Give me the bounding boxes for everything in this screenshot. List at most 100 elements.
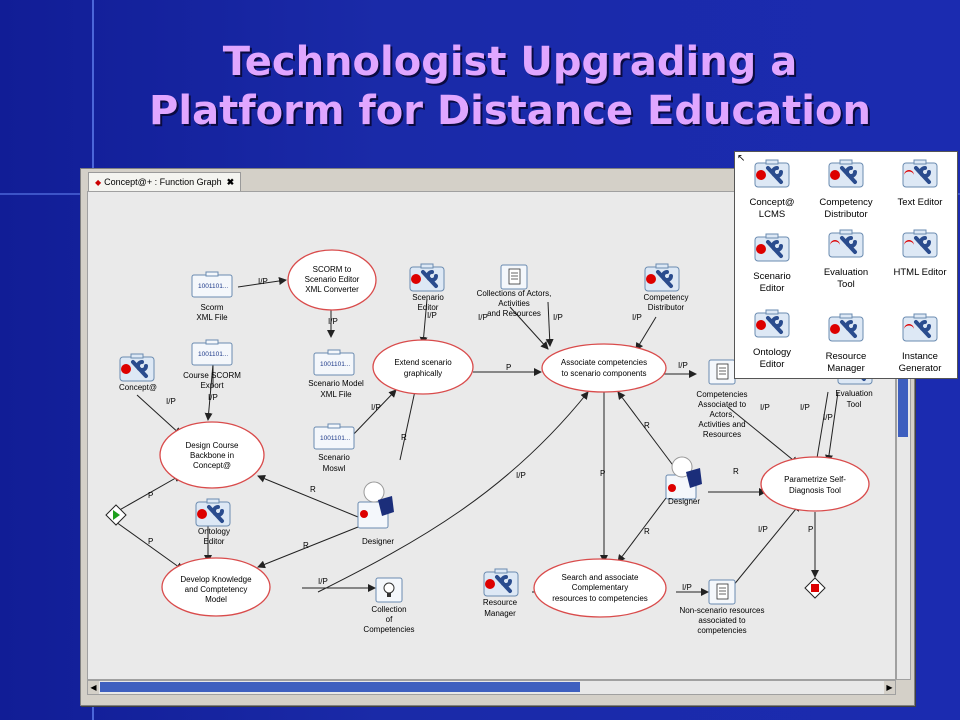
toolbox-icon bbox=[901, 158, 939, 189]
file-code: 1001101... bbox=[320, 361, 350, 368]
edge bbox=[419, 298, 428, 345]
edge bbox=[813, 391, 829, 465]
palette-item-instance-generator[interactable]: Instance Generator bbox=[883, 312, 957, 375]
toolbox-icon bbox=[827, 228, 865, 259]
process-text: Complementary bbox=[572, 583, 628, 592]
link-label: R bbox=[644, 527, 650, 536]
palette-item-ontology-editor[interactable]: Ontology Editor bbox=[735, 308, 809, 371]
collection-competencies-icon[interactable] bbox=[375, 577, 403, 603]
palette-item-label: Ontology Editor bbox=[752, 347, 792, 370]
competencies-doc-icon[interactable] bbox=[708, 359, 736, 385]
start-node-icon[interactable] bbox=[105, 504, 127, 526]
link-label: I/P bbox=[553, 313, 563, 322]
process-text: Parametrize Self- bbox=[784, 475, 846, 484]
link-label: I/P bbox=[682, 583, 692, 592]
edge bbox=[617, 391, 679, 473]
cursor-icon: ↖ bbox=[737, 153, 746, 164]
tool-text: Tool bbox=[847, 400, 862, 409]
resource-manager-tool-icon[interactable] bbox=[482, 567, 520, 598]
process-text: Design Course bbox=[186, 441, 239, 450]
edge bbox=[257, 526, 359, 569]
process-text: SCORM to bbox=[313, 265, 352, 274]
end-node-icon[interactable] bbox=[804, 577, 826, 599]
scroll-left-icon[interactable]: ◀ bbox=[88, 681, 99, 694]
tab-close-icon[interactable]: ✖ bbox=[226, 177, 235, 187]
toolbox-icon bbox=[827, 158, 865, 189]
link-label: P bbox=[148, 537, 153, 546]
resource-text: Scorm bbox=[200, 303, 223, 312]
resource-text: Non-scenario resources bbox=[680, 606, 765, 615]
toolbox-icon bbox=[901, 312, 939, 343]
process-parametrize[interactable] bbox=[760, 456, 870, 512]
file-code: 1001101... bbox=[198, 283, 228, 290]
process-text: Associate competencies bbox=[561, 358, 647, 367]
actor-text: Designer bbox=[668, 497, 700, 506]
link-label: I/P bbox=[328, 317, 338, 326]
horizontal-scrollbar[interactable]: ◀ ▶ bbox=[87, 680, 896, 695]
resource-text: Scenario Model bbox=[308, 379, 364, 388]
palette-item-html-editor[interactable]: HTML Editor bbox=[883, 228, 957, 279]
process-associate-competencies[interactable] bbox=[541, 343, 667, 393]
resource-text: Associated to bbox=[698, 400, 747, 409]
process-scorm-converter[interactable] bbox=[287, 249, 377, 311]
process-search-associate[interactable] bbox=[533, 558, 667, 618]
link-label: I/P bbox=[632, 313, 642, 322]
palette-item-resource-manager[interactable]: Resource Manager bbox=[809, 312, 883, 375]
tool-text: Editor bbox=[204, 537, 225, 546]
process-text: Scenario Editor bbox=[305, 275, 360, 284]
resource-text: Activities bbox=[498, 299, 530, 308]
link-label: P bbox=[808, 525, 813, 534]
process-extend-scenario[interactable] bbox=[372, 339, 474, 395]
edge bbox=[635, 316, 657, 351]
resource-text: Activities and bbox=[698, 420, 745, 429]
process-text: Backbone in bbox=[190, 451, 234, 460]
ontology-editor-tool-icon[interactable] bbox=[194, 497, 232, 528]
process-text: Extend scenario bbox=[394, 358, 452, 367]
tab-diamond-icon: ◆ bbox=[95, 178, 102, 187]
palette-item-label: Evaluation Tool bbox=[823, 267, 869, 290]
link-label: R bbox=[644, 421, 650, 430]
edge bbox=[545, 301, 554, 347]
edge bbox=[727, 406, 799, 465]
process-design-course[interactable] bbox=[159, 421, 265, 489]
file-code: 1001101... bbox=[198, 351, 228, 358]
tool-text: Ontology bbox=[198, 527, 230, 536]
link-label: P bbox=[600, 469, 605, 478]
designer-actor-icon[interactable] bbox=[357, 481, 394, 529]
palette-item-text-editor[interactable]: Text Editor bbox=[883, 158, 957, 209]
resource-text: Collections of Actors, bbox=[477, 289, 552, 298]
resource-text: Moswl bbox=[323, 464, 346, 473]
resource-text: of bbox=[386, 615, 393, 624]
tool-text: Competency bbox=[644, 293, 689, 302]
palette-item-scenario-editor[interactable]: Scenario Editor bbox=[735, 232, 809, 295]
designer-actor-icon[interactable] bbox=[665, 456, 702, 500]
palette-item-competency-distributor[interactable]: Competency Distributor bbox=[809, 158, 883, 221]
graph-canvas[interactable]: I/P I/P I/P I/P I/P I/P I/P P I/P I/P I/… bbox=[87, 191, 896, 680]
tool-text: Scenario bbox=[412, 293, 444, 302]
edge bbox=[825, 391, 839, 463]
palette-item-evaluation-tool[interactable]: Evaluation Tool bbox=[809, 228, 883, 291]
tab-function-graph[interactable]: ◆Concept@+ : Function Graph ✖ bbox=[88, 172, 242, 191]
palette-item-label: Competency Distributor bbox=[819, 197, 873, 220]
competency-distributor-tool-icon[interactable] bbox=[643, 262, 681, 293]
toolbox-icon bbox=[827, 312, 865, 343]
concept-tool-icon[interactable] bbox=[118, 352, 156, 383]
collections-doc-icon[interactable] bbox=[500, 264, 528, 290]
palette-item-label: Instance Generator bbox=[898, 351, 942, 374]
link-label: P bbox=[506, 363, 511, 372]
edge bbox=[257, 474, 359, 518]
link-label: I/P bbox=[758, 525, 768, 534]
palette-item-label: Text Editor bbox=[897, 197, 943, 208]
scenario-editor-tool-icon[interactable] bbox=[408, 262, 446, 293]
palette-item-concept-lcms[interactable]: Concept@ LCMS bbox=[735, 158, 809, 221]
horizontal-scroll-thumb[interactable] bbox=[100, 682, 580, 692]
process-develop-knowledge[interactable] bbox=[161, 557, 271, 617]
process-text: Diagnosis Tool bbox=[789, 486, 841, 495]
non-scenario-doc-icon[interactable] bbox=[708, 579, 736, 605]
scroll-right-icon[interactable]: ▶ bbox=[884, 681, 895, 694]
tab-label: Concept@+ : Function Graph bbox=[104, 177, 222, 187]
resource-text: XML File bbox=[196, 313, 228, 322]
link-label: I/P bbox=[516, 471, 526, 480]
resource-text: competencies bbox=[697, 626, 746, 635]
resource-text: Competencies bbox=[696, 390, 747, 399]
